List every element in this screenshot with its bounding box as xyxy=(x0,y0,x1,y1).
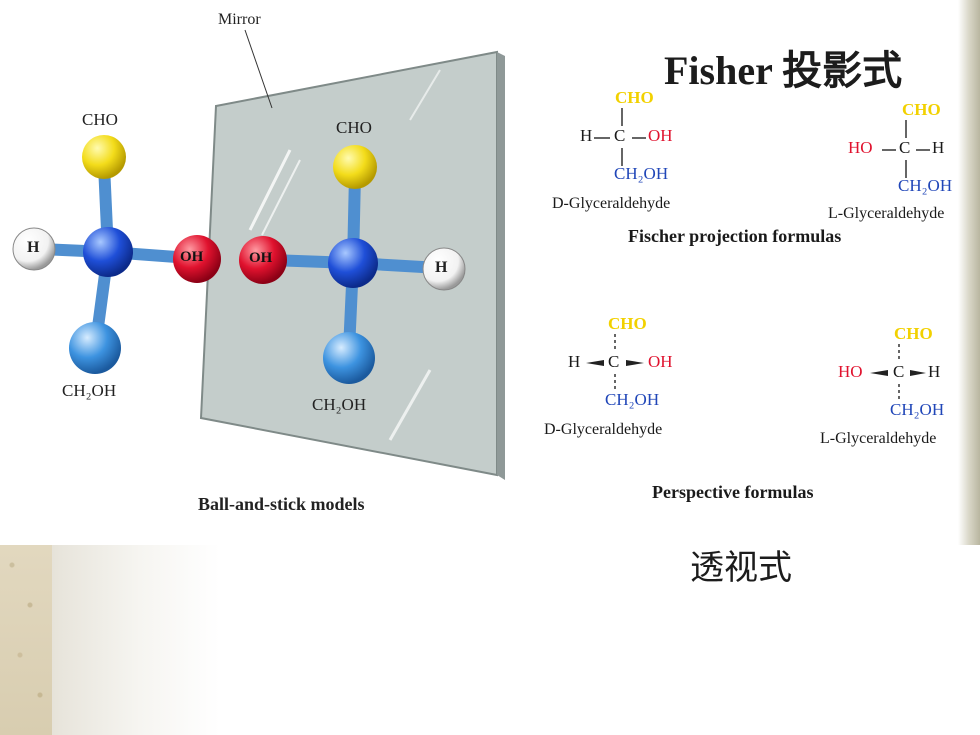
left-cho-atom xyxy=(82,135,126,179)
perspective-l-bonds xyxy=(870,344,926,402)
right-cho-label: CHO xyxy=(336,118,372,137)
right-ch2oh-label: CH₂OH xyxy=(312,395,367,414)
perspective-l-h: H xyxy=(928,362,941,381)
right-ch2oh-atom xyxy=(323,332,375,384)
fischer-l-ho: HO xyxy=(848,138,873,157)
fischer-l-ch2oh: CH₂OH xyxy=(898,176,953,195)
left-h-label: H xyxy=(27,239,40,256)
mirror-label: Mirror xyxy=(218,11,261,28)
right-h-atom xyxy=(422,247,466,291)
left-h-atom xyxy=(12,227,56,271)
fischer-l-bonds xyxy=(882,120,930,178)
ball-and-stick-illustration xyxy=(12,29,505,480)
left-cho-label: CHO xyxy=(82,110,118,129)
right-cho-atom xyxy=(333,145,377,189)
perspective-d-h: H xyxy=(568,352,581,371)
left-carbon-atom xyxy=(83,227,133,277)
fischer-d-name: D-Glyceraldehyde xyxy=(552,195,671,212)
left-oh-label: OH xyxy=(180,249,204,265)
right-oh-atom xyxy=(239,236,287,284)
fischer-l-h: H xyxy=(932,138,945,157)
perspective-heading: Perspective formulas xyxy=(652,482,814,502)
fischer-d-bonds xyxy=(594,108,646,166)
right-h-label: H xyxy=(435,259,448,276)
ball-and-stick-caption: Ball-and-stick models xyxy=(198,494,365,514)
image-page-edge xyxy=(958,0,980,545)
left-ch2oh-label: CH₂OH xyxy=(62,381,117,400)
fischer-d-cho: CHO xyxy=(615,88,654,107)
fischer-heading: Fischer projection formulas xyxy=(628,226,842,246)
fischer-d-ch2oh: CH₂OH xyxy=(614,164,669,183)
fischer-d-oh: OH xyxy=(648,126,673,145)
right-oh-label: OH xyxy=(249,250,273,266)
page-title: Fisher 投影式 xyxy=(664,48,903,93)
slide-background xyxy=(0,545,980,735)
fischer-d-c: C xyxy=(614,126,626,145)
perspective-l-c: C xyxy=(893,362,905,381)
perspective-d-oh: OH xyxy=(648,352,673,371)
right-carbon-atom xyxy=(328,238,378,288)
slide-texture-strip xyxy=(0,545,52,735)
perspective-d-ch2oh: CH₂OH xyxy=(605,390,660,409)
left-oh-atom xyxy=(173,235,221,283)
perspective-subtitle: 透视式 xyxy=(690,548,792,588)
perspective-d-name: D-Glyceraldehyde xyxy=(544,421,663,438)
perspective-d-c: C xyxy=(608,352,620,371)
perspective-l-ho: HO xyxy=(838,362,863,381)
fischer-d-h: H xyxy=(580,126,593,145)
perspective-l-ch2oh: CH₂OH xyxy=(890,400,945,419)
perspective-d-cho: CHO xyxy=(608,314,647,333)
left-ch2oh-atom xyxy=(69,322,121,374)
fischer-l-c: C xyxy=(899,138,911,157)
perspective-l-name: L-Glyceraldehyde xyxy=(820,430,937,447)
perspective-l-cho: CHO xyxy=(894,324,933,343)
fischer-l-cho: CHO xyxy=(902,100,941,119)
perspective-d-bonds xyxy=(586,334,644,392)
fischer-l-name: L-Glyceraldehyde xyxy=(828,205,945,222)
